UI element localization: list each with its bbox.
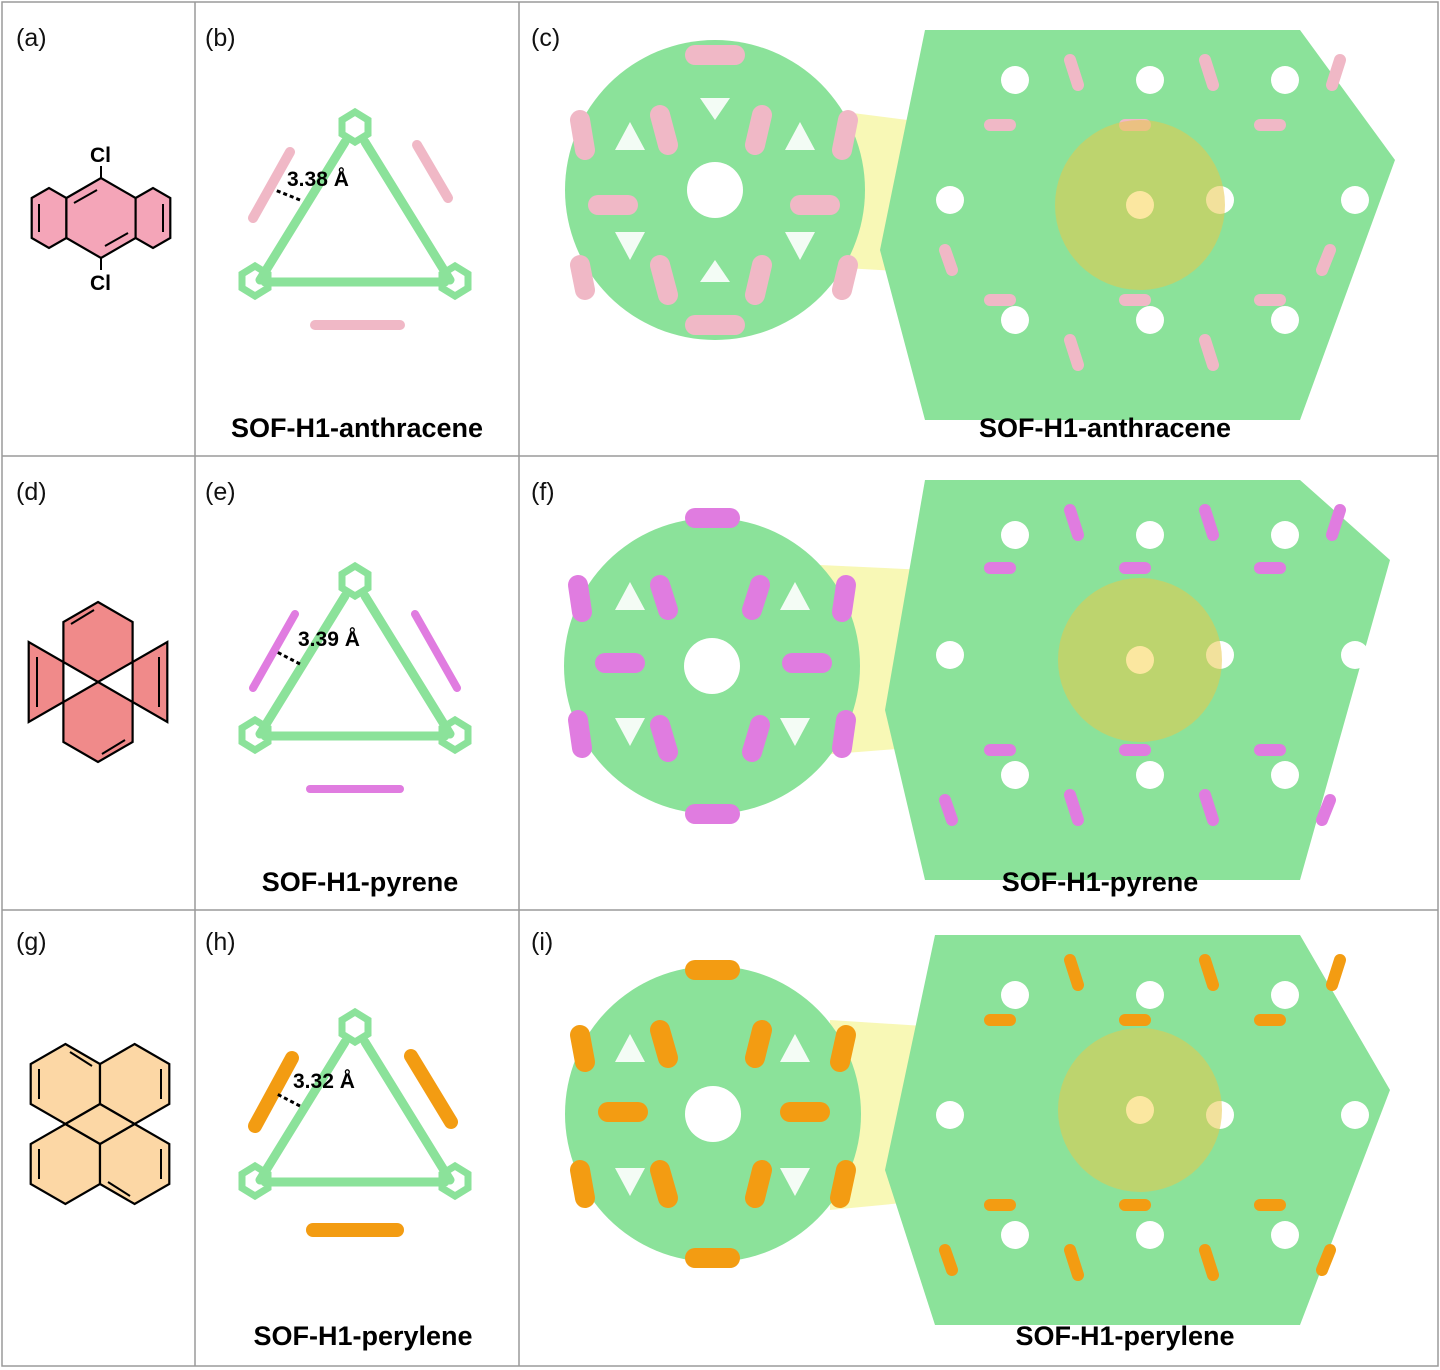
panel-label-i: (i) bbox=[531, 928, 553, 956]
panel-label-g: (g) bbox=[16, 928, 47, 956]
packing-caption: SOF-H1-anthracene bbox=[979, 413, 1231, 443]
panel-label-e: (e) bbox=[205, 478, 236, 506]
packing-caption: SOF-H1-pyrene bbox=[1002, 867, 1199, 897]
chlorine-top-label: Cl bbox=[90, 144, 111, 167]
distance-label: 3.39 Å bbox=[298, 627, 360, 651]
pyrene-structure-icon bbox=[27, 600, 169, 764]
row-anthracene: (a) (b) (c) Cl Cl bbox=[16, 24, 1395, 443]
panel-label-b: (b) bbox=[205, 24, 236, 52]
packing-view bbox=[564, 480, 1390, 880]
sof-triangle-unit: 3.39 Å bbox=[238, 561, 472, 793]
packing-view bbox=[565, 935, 1390, 1325]
panel-label-c: (c) bbox=[531, 24, 560, 52]
sof-triangle-unit: 3.32 Å bbox=[238, 1007, 472, 1237]
distance-label: 3.38 Å bbox=[287, 167, 349, 191]
unit-caption: SOF-H1-perylene bbox=[253, 1321, 472, 1351]
distance-label: 3.32 Å bbox=[293, 1069, 355, 1093]
panel-label-h: (h) bbox=[205, 928, 236, 956]
chlorine-bottom-label: Cl bbox=[90, 272, 111, 295]
dichloroanthracene-structure-icon: Cl Cl bbox=[30, 144, 172, 295]
unit-caption: SOF-H1-pyrene bbox=[262, 867, 459, 897]
packing-view bbox=[565, 30, 1395, 420]
row-perylene: (g) (h) (i) bbox=[16, 928, 1390, 1351]
perylene-structure-icon bbox=[29, 1042, 171, 1206]
panel-label-f: (f) bbox=[531, 478, 555, 506]
panel-label-a: (a) bbox=[16, 24, 47, 52]
unit-caption: SOF-H1-anthracene bbox=[231, 413, 483, 443]
panel-label-d: (d) bbox=[16, 478, 47, 506]
packing-caption: SOF-H1-perylene bbox=[1015, 1321, 1234, 1351]
sof-triangle-unit: 3.38 Å bbox=[238, 107, 472, 330]
row-pyrene: (d) (e) (f) bbox=[16, 478, 1390, 897]
